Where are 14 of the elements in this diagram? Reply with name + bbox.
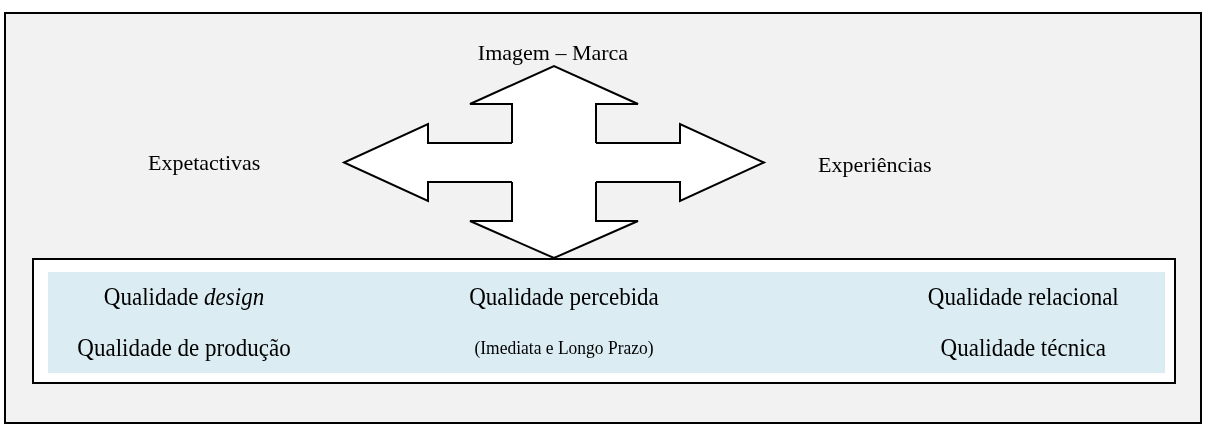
- quality-box: [32, 258, 1176, 384]
- arrow-label: Imagem – Marca: [440, 26, 666, 66]
- block-arrow: [469, 64, 639, 144]
- block-arrow: [341, 122, 513, 203]
- quality-label: Qualidade de produção: [76, 333, 292, 362]
- arrow-label: Experiências: [764, 150, 994, 180]
- block-arrow: [469, 181, 639, 260]
- quality-label: Qualidade relacional: [926, 283, 1120, 312]
- quality-label: Qualidade técnica: [939, 333, 1107, 362]
- quality-label: (Imediata e Longo Prazo): [473, 336, 655, 359]
- block-arrow: [595, 122, 767, 203]
- quality-label: Qualidade percebida: [468, 283, 660, 312]
- arrow-label: Expetactivas: [140, 148, 344, 178]
- quality-label: Qualidade design: [102, 283, 266, 312]
